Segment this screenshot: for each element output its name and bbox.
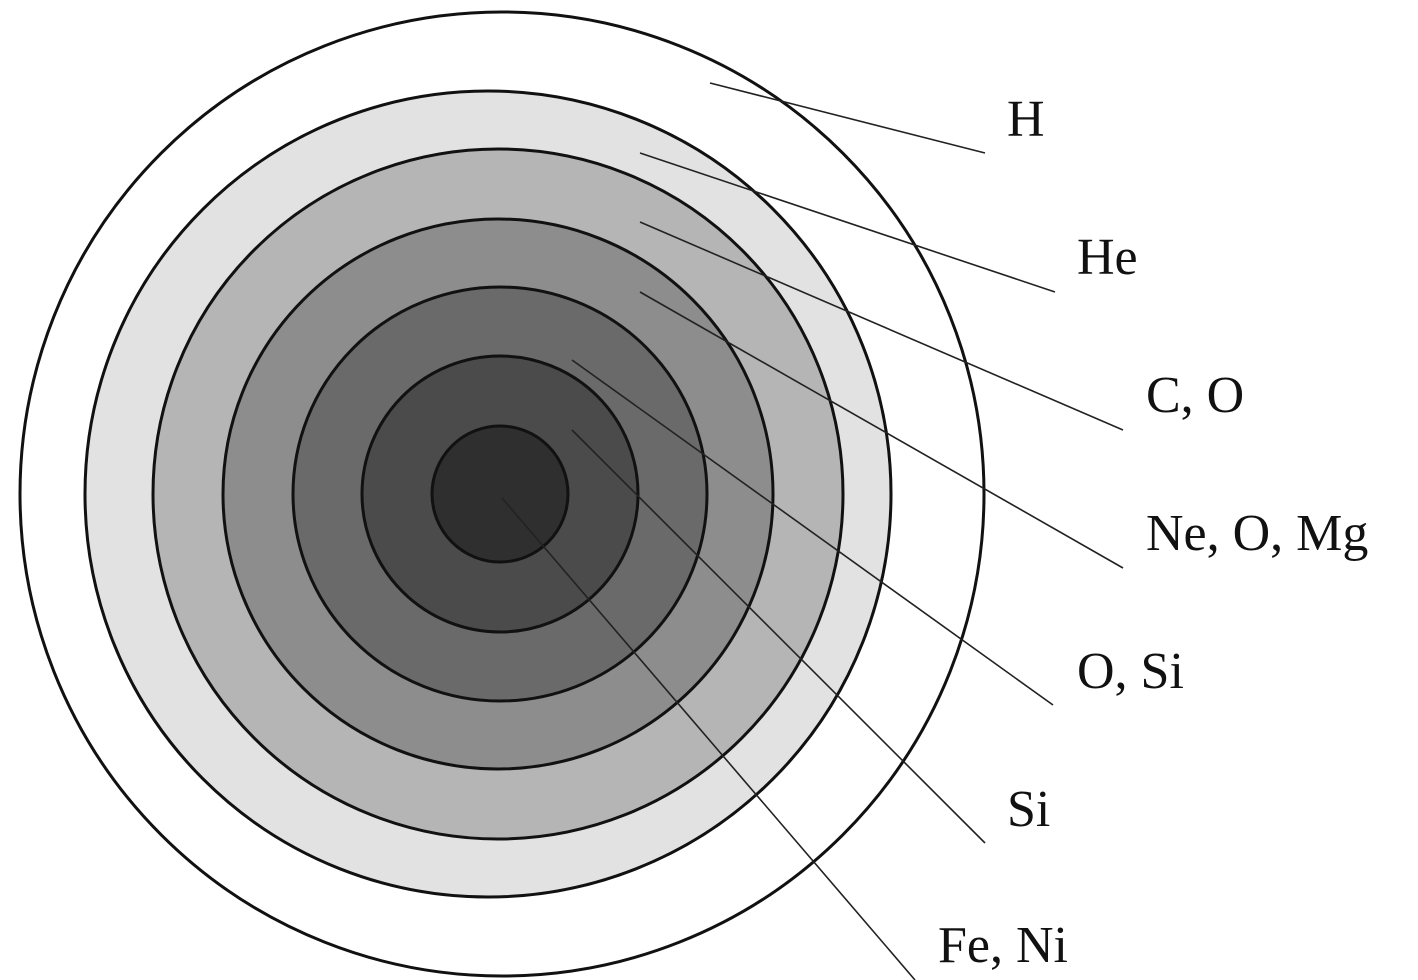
shells <box>18 10 986 978</box>
layer-labels: H He C, O Ne, O, Mg O, Si Si Fe, Ni <box>938 91 1368 974</box>
label-o-si: O, Si <box>1077 643 1184 700</box>
shell-fe-ni <box>430 424 570 564</box>
leader-line-c-o <box>639 221 1124 431</box>
label-fe-ni: Fe, Ni <box>938 917 1068 974</box>
label-he: He <box>1077 229 1138 286</box>
leader-line-ne-o-mg <box>639 291 1124 569</box>
leader-line-o-si <box>571 359 1054 706</box>
leader-line-h <box>709 82 986 154</box>
label-h: H <box>1007 91 1045 148</box>
leader-lines <box>501 82 1124 980</box>
leader-line-si <box>571 429 986 844</box>
label-c-o: C, O <box>1146 367 1244 424</box>
leader-line-he <box>639 152 1056 293</box>
label-ne-o-mg: Ne, O, Mg <box>1146 505 1368 562</box>
label-si: Si <box>1007 781 1050 838</box>
leader-line-fe-ni <box>501 497 916 980</box>
